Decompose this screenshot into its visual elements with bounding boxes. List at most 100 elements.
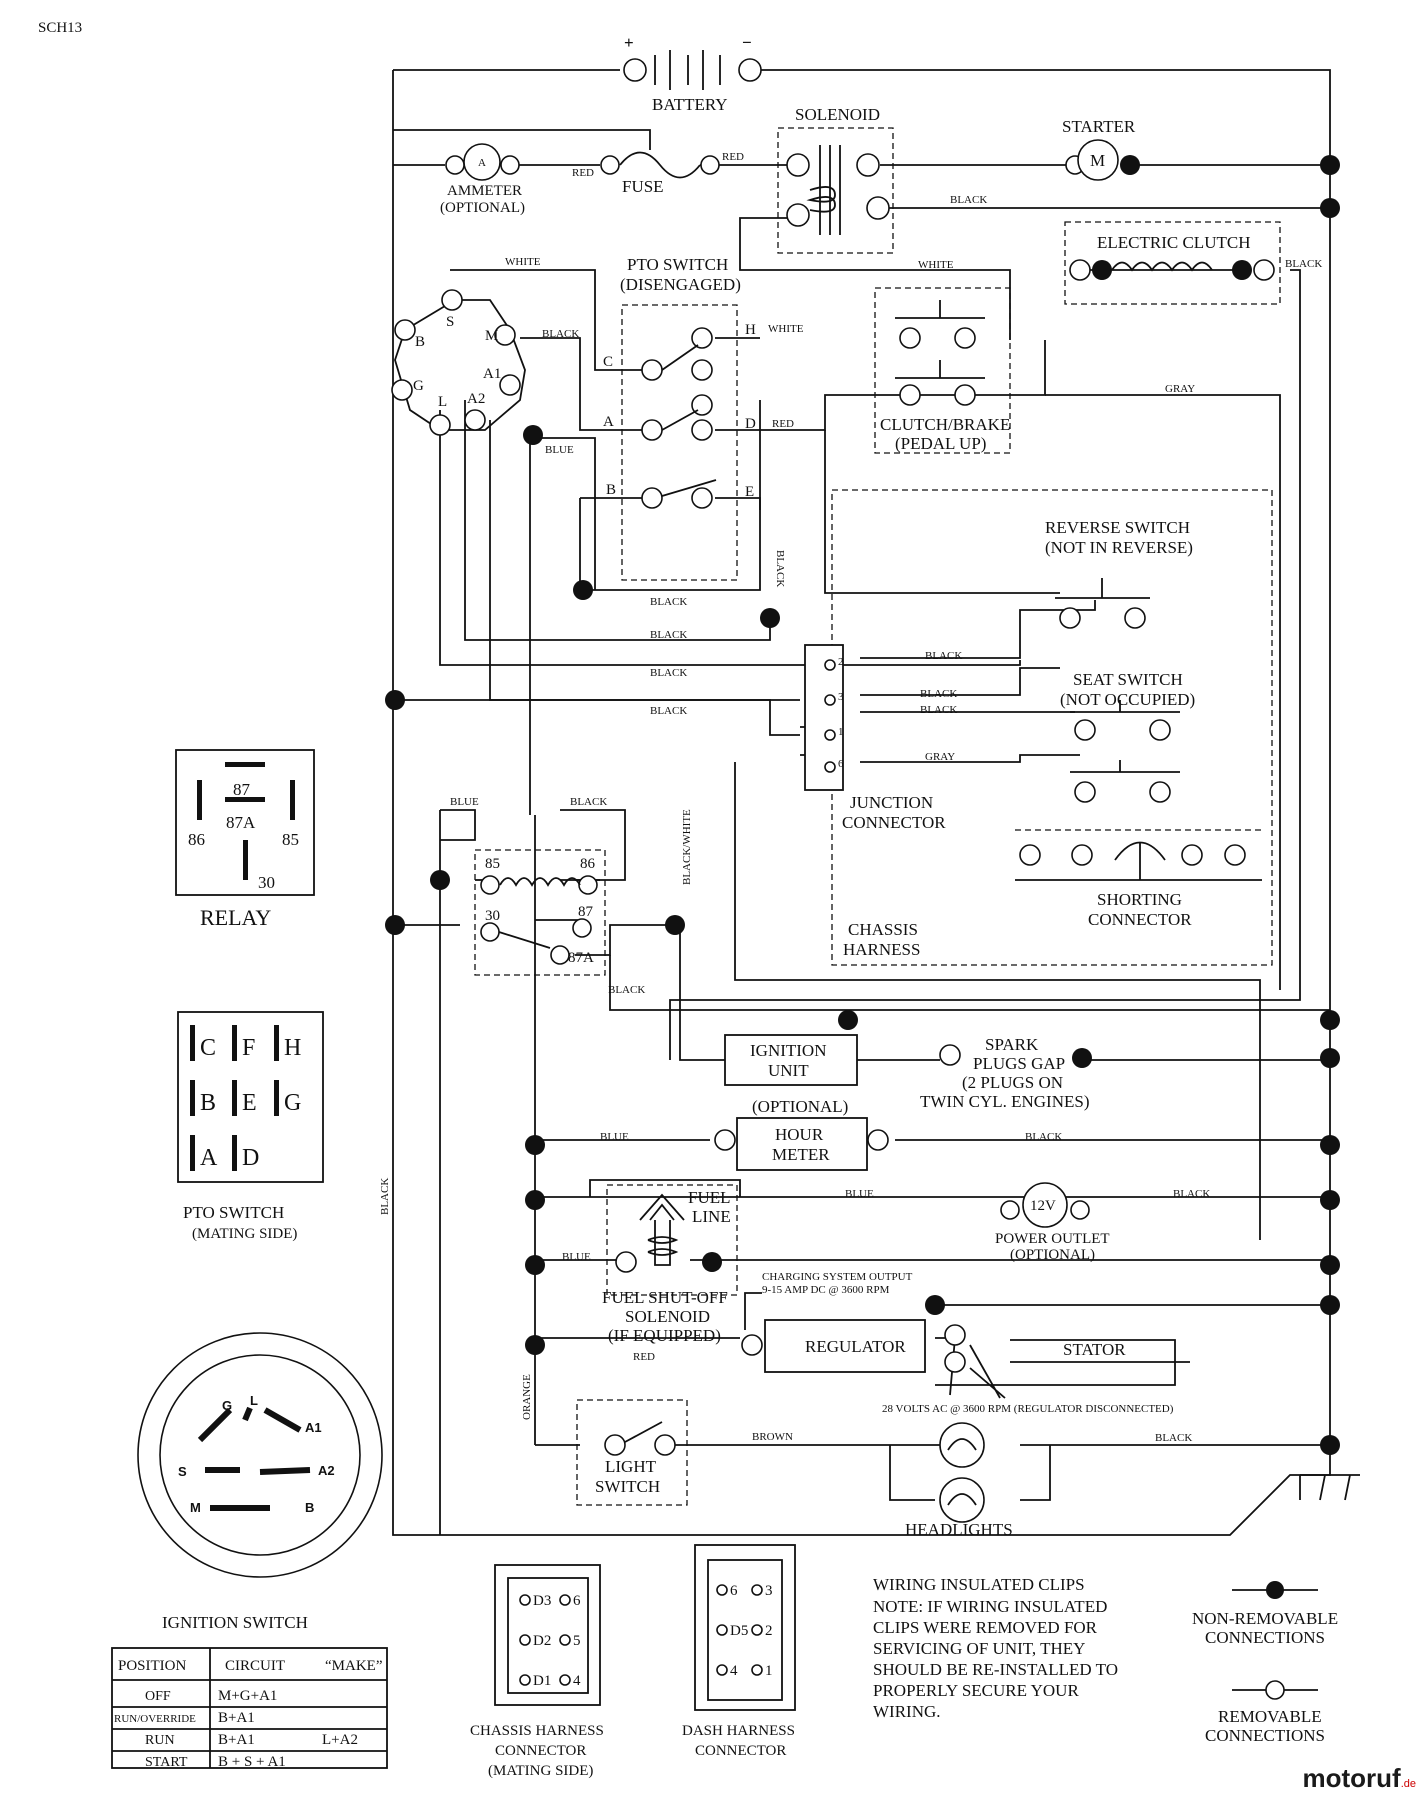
wire-black-8: BLACK (925, 650, 962, 662)
wire-red-2: RED (722, 151, 744, 163)
pto-mating-tab (232, 1080, 237, 1116)
dash-conn-label1: DASH HARNESS (682, 1723, 795, 1739)
pto-mating-cell: F (242, 1035, 255, 1061)
battery-label: BATTERY (652, 95, 728, 114)
relay-pin-86: 86 (188, 830, 205, 849)
chassis-harness: CHASSIS HARNESS (831, 489, 1273, 966)
relay-label: RELAY (200, 905, 271, 930)
wire-black-2: BLACK (1285, 258, 1322, 270)
relay-pin-87A: 87A (226, 813, 256, 832)
ign-face-A2: A2 (318, 1463, 335, 1478)
connector-pin (559, 1674, 571, 1686)
spark-label1: SPARK (985, 1035, 1039, 1054)
ign-table-header: CIRCUIT (225, 1658, 285, 1674)
wire-red-1: RED (572, 167, 594, 179)
wire-labels: RED RED BLACK WHITE WHITE BLACK BLACK WH… (379, 151, 1322, 1444)
connector-pin (716, 1624, 728, 1636)
pto-mating-cell: D (242, 1145, 259, 1171)
junction-connector: 2 3 1 6 JUNCTION CONNECTOR (804, 644, 946, 832)
junction-pin-6: 6 (838, 758, 844, 770)
ign-table-position: START (145, 1755, 188, 1770)
solenoid: SOLENOID (777, 105, 894, 254)
fuel-solenoid-label3: (IF EQUIPPED) (608, 1326, 721, 1345)
connector-pin (519, 1674, 531, 1686)
connector-pin (559, 1594, 571, 1606)
starter-symbol: M (1090, 151, 1105, 170)
relay-pinout: 87 87A 86 85 30 RELAY (175, 749, 315, 930)
starter: M STARTER (1062, 117, 1140, 181)
light-switch: LIGHT SWITCH (576, 1399, 688, 1506)
wire-blue-2: BLUE (450, 796, 479, 808)
pto-mating-tab (232, 1135, 237, 1171)
relay-sch-30: 30 (485, 908, 500, 924)
connector-pin-label: 1 (765, 1663, 773, 1679)
junction-label1: JUNCTION (850, 793, 933, 812)
note-line: NOTE: IF WIRING INSULATED (873, 1597, 1107, 1616)
ign-term-L: L (438, 394, 447, 410)
seat-switch-label2: (NOT OCCUPIED) (1060, 690, 1195, 709)
wire-gray-2: GRAY (925, 751, 955, 763)
ign-term-S: S (446, 314, 454, 330)
ign-table-circuit: B+A1 (218, 1732, 255, 1748)
reverse-switch: REVERSE SWITCH (NOT IN REVERSE) (1045, 518, 1193, 629)
note-title: WIRING INSULATED CLIPS (873, 1575, 1085, 1594)
battery-minus: − (742, 33, 752, 52)
wire-black-15: BLACK (1155, 1432, 1192, 1444)
pto-term-A: A (603, 414, 614, 430)
ign-table-position: RUN (145, 1733, 175, 1748)
watermark-logo: motoruf.de (1303, 1763, 1417, 1794)
connector-pin-label: 6 (573, 1593, 581, 1609)
wire-black-6: BLACK (650, 667, 687, 679)
note-line: CLIPS WERE REMOVED FOR (873, 1618, 1098, 1637)
wire-blue-4: BLUE (845, 1188, 874, 1200)
ign-table-position: RUN/OVERRIDE (114, 1713, 196, 1725)
shorting-label2: CONNECTOR (1088, 910, 1192, 929)
pto-mating-tab (190, 1135, 195, 1171)
wire-blue-3: BLUE (600, 1131, 629, 1143)
connector-pin (751, 1664, 763, 1676)
headlights: HEADLIGHTS (905, 1422, 1013, 1539)
pto-term-C: C (603, 354, 613, 370)
relay-schematic: 85 86 30 87 87A (474, 849, 606, 976)
wire-blue-1: BLUE (545, 444, 574, 456)
connector-pin-label: D3 (533, 1593, 551, 1609)
wire-black-11: BLACK (570, 796, 607, 808)
relay-pin-85: 85 (282, 830, 299, 849)
connector-pin-label: 5 (573, 1633, 581, 1649)
ignition-unit-label2: UNIT (768, 1061, 809, 1080)
stator-note: 28 VOLTS AC @ 3600 RPM (REGULATOR DISCON… (882, 1403, 1174, 1415)
wire-black-14: BLACK (1173, 1188, 1210, 1200)
fuel-line-label1: FUEL (688, 1188, 731, 1207)
ign-table-circuit: B + S + A1 (218, 1754, 286, 1770)
legend-nonremovable-1: NON-REMOVABLE (1192, 1609, 1338, 1628)
ign-table-make: L+A2 (322, 1732, 358, 1748)
pto-term-D: D (745, 416, 756, 432)
connector-pin-label: 6 (730, 1583, 738, 1599)
connector-pin (751, 1624, 763, 1636)
legend-removable-2: CONNECTIONS (1205, 1726, 1325, 1745)
wire-red-3: RED (772, 418, 794, 430)
solenoid-label: SOLENOID (795, 105, 880, 124)
ign-term-A1: A1 (483, 366, 501, 382)
chassis-harness-label1: CHASSIS (848, 920, 918, 939)
relay-pin-87: 87 (233, 780, 251, 799)
chassis-conn-label1: CHASSIS HARNESS (470, 1723, 604, 1739)
wire-black-1: BLACK (950, 194, 987, 206)
ign-table-header: POSITION (118, 1658, 187, 1674)
wire-black-4: BLACK (650, 596, 687, 608)
light-switch-label2: SWITCH (595, 1477, 660, 1496)
spark-label2: PLUGS GAP (973, 1054, 1065, 1073)
clutch-brake-label2: (PEDAL UP) (895, 434, 986, 453)
reverse-switch-label1: REVERSE SWITCH (1045, 518, 1190, 537)
fuse: FUSE (600, 151, 720, 196)
wire-white-1: WHITE (505, 256, 541, 268)
seat-switch: SEAT SWITCH (NOT OCCUPIED) (1060, 670, 1195, 803)
stator-label: STATOR (1063, 1340, 1126, 1359)
battery: + − BATTERY (623, 33, 762, 114)
wire-black-5: BLACK (650, 629, 687, 641)
ign-term-A2: A2 (467, 391, 485, 407)
